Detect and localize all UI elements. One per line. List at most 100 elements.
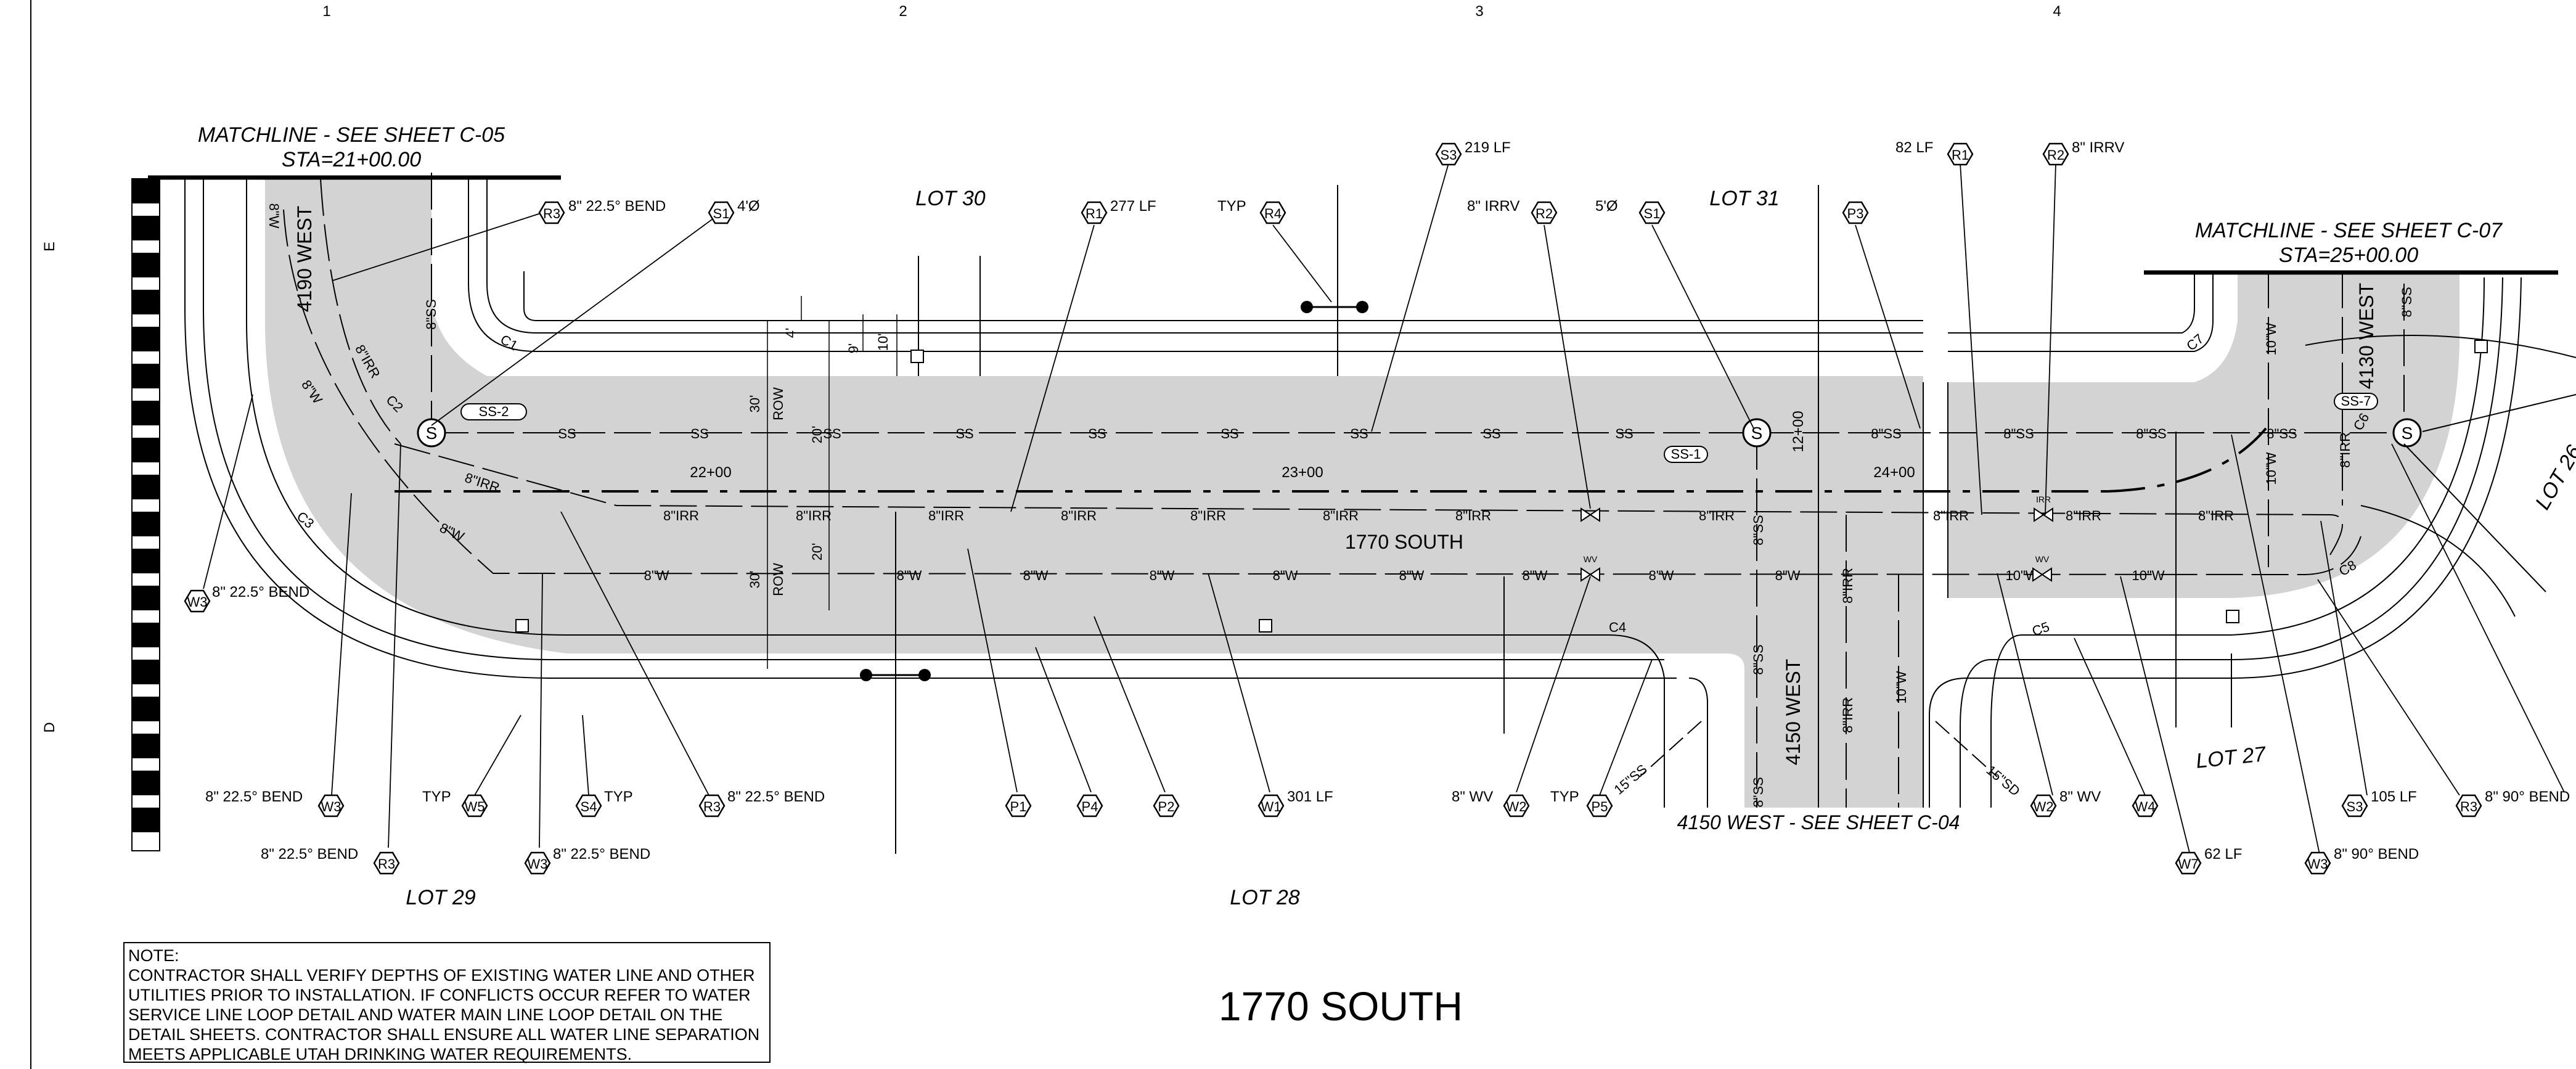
water-label-5: 8"W: [1273, 568, 1298, 583]
callout-w2-wv-right[interactable]: W2 8" WV: [2030, 788, 2101, 817]
sewer-label-7: SS: [1350, 426, 1368, 441]
note-line-1: CONTRACTOR SHALL VERIFY DEPTHS OF EXISTI…: [128, 966, 755, 985]
grid-row-d: D: [41, 722, 58, 732]
manhole-ss2[interactable]: S: [417, 418, 446, 448]
manhole-ss1[interactable]: S: [1742, 418, 1772, 448]
water-label-3: 8"W: [1023, 568, 1049, 583]
water-label-top: 8"W: [266, 203, 282, 229]
dim-30ft-bot: 30': [747, 571, 763, 589]
lot-31-label: LOT 31: [1709, 187, 1779, 210]
irr-label-11: 8"IRR: [2198, 508, 2234, 523]
sewer-label-3: SS: [823, 426, 841, 441]
svg-text:301 LF: 301 LF: [1287, 788, 1333, 805]
callout-p3[interactable]: P3: [1842, 201, 1869, 224]
callout-r4-typ[interactable]: R4 TYP: [1217, 198, 1286, 224]
note-line-3: SERVICE LINE LOOP DETAIL AND WATER MAIN …: [128, 1006, 723, 1024]
station-23: 23+00: [1282, 464, 1323, 481]
callout-p5-typ[interactable]: P5 TYP: [1550, 788, 1613, 817]
callout-r1-82[interactable]: R1 82 LF: [1895, 139, 1974, 166]
svg-text:8" 90° BEND: 8" 90° BEND: [2485, 788, 2570, 805]
dim-20ft-top: 20': [809, 426, 825, 444]
street-4150-west: 4150 WEST: [1782, 659, 1804, 766]
callout-p2[interactable]: P2: [1153, 794, 1180, 817]
water-label-9: 8"W: [1775, 568, 1801, 583]
dim-10ft: 10': [875, 334, 891, 351]
callout-r3-bottom-2[interactable]: R3 8" 22.5° BEND: [698, 788, 825, 817]
callout-r3-90[interactable]: R3 8" 90° BEND: [2455, 788, 2570, 817]
storm-label-right: 15"SD: [1984, 762, 2023, 799]
svg-text:62 LF: 62 LF: [2204, 846, 2242, 862]
note-line-4: DETAIL SHEETS. CONTRACTOR SHALL ENSURE A…: [128, 1025, 760, 1044]
callout-r1-277[interactable]: R1 277 LF: [1081, 198, 1156, 224]
callout-w3-left[interactable]: W3 8" 22.5° BEND: [184, 584, 309, 613]
svg-text:8" IRRV: 8" IRRV: [2072, 139, 2124, 156]
street-centerline-curve: [2108, 424, 2270, 493]
svg-text:8" 22.5° BEND: 8" 22.5° BEND: [205, 788, 303, 805]
irr-label-9: 8"IRR: [1933, 508, 1969, 523]
svg-text:TYP: TYP: [422, 788, 451, 805]
sewer-label-v1: 8"SS: [423, 299, 439, 329]
callout-r2-irrv-right[interactable]: R2 8" IRRV: [2042, 139, 2124, 166]
svg-text:S4: S4: [581, 799, 597, 814]
sewer-label-13: 8"SS: [2267, 426, 2297, 441]
svg-text:8" WV: 8" WV: [1452, 788, 1493, 805]
valve-irr-left[interactable]: [1580, 507, 1600, 522]
callout-w7-62[interactable]: W7 62 LF: [2175, 846, 2242, 875]
valve-wv-left[interactable]: [1580, 567, 1600, 582]
dim-20ft-bot: 20': [809, 543, 825, 561]
sewer-main: [431, 173, 2405, 808]
street-main-label: 1770 SOUTH: [1345, 531, 1463, 553]
callout-s1-right[interactable]: S1 5'Ø: [1595, 198, 1666, 224]
callout-w2-wv-left[interactable]: W2 8" WV: [1452, 788, 1530, 817]
irr-label-v3: 8"IRR: [2337, 432, 2353, 468]
callout-p1[interactable]: P1: [1005, 794, 1032, 817]
matchline-right-line2: STA=25+00.00: [2279, 244, 2418, 267]
callout-w3-bottom-2[interactable]: W3 8" 22.5° BEND: [524, 846, 650, 875]
fire-hydrant-top[interactable]: [1301, 301, 1368, 313]
tag-ss2: [460, 403, 527, 420]
matchline-left-line1: MATCHLINE - SEE SHEET C-05: [198, 123, 505, 147]
callout-w4[interactable]: W4: [2132, 794, 2159, 817]
callout-r3-bottom-1[interactable]: R3 8" 22.5° BEND: [261, 846, 400, 875]
callout-r2-irrv-left[interactable]: R2 8" IRRV: [1467, 198, 1558, 224]
svg-text:8" WV: 8" WV: [2059, 788, 2101, 805]
callout-r3-top[interactable]: R3 8" 22.5° BEND: [538, 198, 666, 224]
svg-text:TYP: TYP: [1217, 198, 1246, 215]
callout-w3-bottom-1[interactable]: W3 8" 22.5° BEND: [205, 788, 345, 817]
callout-s3-219[interactable]: S3 219 LF: [1435, 139, 1511, 166]
irr-label-5: 8"IRR: [1190, 508, 1226, 523]
callout-w1-301[interactable]: W1 301 LF: [1257, 788, 1333, 817]
svg-text:277 LF: 277 LF: [1110, 198, 1156, 215]
callout-w5-typ[interactable]: W5 TYP: [422, 788, 488, 817]
svg-text:R3: R3: [2460, 799, 2477, 814]
irr-label-2: 8"IRR: [796, 508, 832, 523]
valve-irr-right[interactable]: [2034, 507, 2053, 522]
sewer-label-9: SS: [1615, 426, 1633, 441]
street-bottom-ref: 4150 WEST - SEE SHEET C-04: [1677, 811, 1960, 833]
water-label-8: 8"W: [1649, 568, 1674, 583]
street-4190-west: 4190 WEST: [293, 206, 316, 313]
sewer-label-v4: 8"SS: [1751, 777, 1766, 807]
callout-w3-90[interactable]: W3 8" 90° BEND: [2304, 846, 2419, 875]
valve-wv-left-label: WV: [1584, 554, 1598, 564]
irr-label-v2: 8"IRR: [1840, 697, 1855, 733]
water-label-4: 8"W: [1150, 568, 1175, 583]
callout-s4-typ[interactable]: S4 TYP: [575, 788, 633, 817]
callout-p4[interactable]: P4: [1076, 794, 1103, 817]
svg-text:S3: S3: [1441, 147, 1457, 163]
note-line-2: UTILITIES PRIOR TO INSTALLATION. IF CONF…: [128, 986, 751, 1004]
sewer-label-6: SS: [1221, 426, 1238, 441]
irr-label-v1: 8"IRR: [1840, 568, 1855, 604]
callout-s3-105[interactable]: S3 105 LF: [2341, 788, 2417, 817]
svg-text:S: S: [426, 424, 438, 443]
svg-text:W2: W2: [2034, 799, 2054, 814]
grid-col-3: 3: [1475, 3, 1483, 20]
svg-text:8" 22.5° BEND: 8" 22.5° BEND: [553, 846, 650, 862]
fire-hydrant-bottom[interactable]: [860, 669, 931, 681]
svg-text:R3: R3: [703, 799, 721, 814]
water-label-1: 8"W: [644, 568, 669, 583]
boxes: [515, 340, 2488, 633]
manhole-ss7[interactable]: S: [2392, 418, 2422, 448]
callout-s1-left[interactable]: S1 4'Ø: [708, 198, 760, 224]
valve-wv-right[interactable]: [2032, 567, 2052, 582]
